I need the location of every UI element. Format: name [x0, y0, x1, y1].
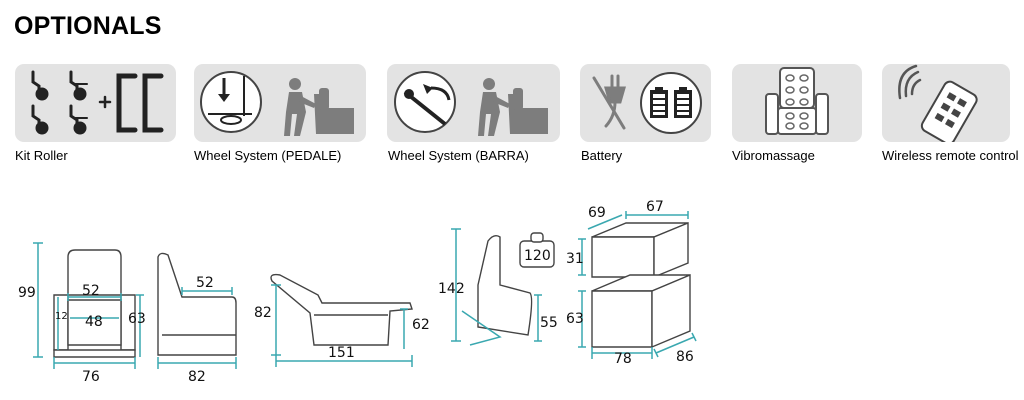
front-height-label: 99	[18, 285, 36, 301]
option-kit-roller	[15, 64, 176, 142]
option-label-vibromassage: Vibromassage	[732, 148, 815, 163]
dimension-drawings: .acc { stroke: #3aa8b0; stroke-width: 1.…	[18, 199, 697, 385]
front-armrest-label: 12	[55, 311, 68, 322]
battery-icon	[592, 72, 702, 134]
option-vibromassage	[732, 64, 862, 142]
front-seat-height-label: 63	[128, 311, 146, 327]
massage-chair-icon	[765, 67, 829, 135]
caster-wheels-icon	[31, 70, 164, 135]
pack-bottom-height-label: 63	[566, 311, 584, 327]
option-wheel-system-pedale	[194, 64, 366, 142]
front-view-drawing	[33, 242, 144, 369]
option-wheel-system-barra	[387, 64, 560, 142]
lift-weight-capacity-label: 120	[524, 248, 551, 264]
pack-bottom-width-label: 78	[614, 351, 632, 367]
pack-top-height-label: 31	[566, 251, 584, 267]
lift-view-drawing	[451, 228, 555, 346]
front-inner-label: 48	[85, 314, 103, 330]
option-label-wheel-system-barra: Wheel System (BARRA)	[388, 148, 529, 163]
lift-height-label: 142	[438, 281, 465, 297]
pack-bottom-depth-label: 86	[676, 349, 694, 365]
option-label-wheel-system-pedale: Wheel System (PEDALE)	[194, 148, 342, 163]
option-wireless-remote	[882, 64, 1010, 142]
pack-top-depth-label: 69	[588, 205, 606, 221]
reclined-back-height-label: 82	[254, 305, 272, 321]
option-label-wireless-remote: Wireless remote control	[882, 148, 1019, 163]
front-width-label: 76	[82, 369, 100, 385]
reclined-length-label: 151	[328, 345, 355, 361]
side-view-drawing	[157, 252, 237, 369]
side-seat-depth-label: 52	[196, 275, 214, 291]
option-battery	[580, 64, 711, 142]
side-depth-label: 82	[188, 369, 206, 385]
pedal-wheel-system-icon	[200, 71, 354, 136]
lift-seat-height-label: 55	[540, 315, 558, 331]
front-seat-width-label: 52	[82, 283, 100, 299]
option-label-battery: Battery	[581, 148, 623, 163]
bar-wheel-system-icon	[394, 71, 548, 136]
reclined-view-drawing	[270, 273, 413, 367]
packaging-boxes-drawing	[578, 211, 697, 359]
option-label-kit-roller: Kit Roller	[15, 148, 68, 163]
pack-top-width-label: 67	[646, 199, 664, 215]
page-title: OPTIONALS	[14, 12, 162, 40]
remote-control-icon	[898, 64, 978, 142]
reclined-footrest-height-label: 62	[412, 317, 430, 333]
